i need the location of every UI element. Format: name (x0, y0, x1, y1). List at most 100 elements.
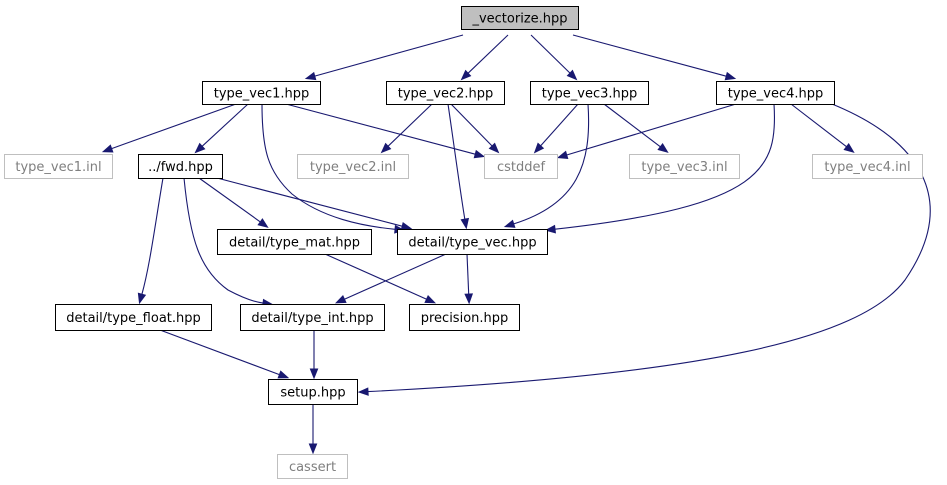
node-label: _vectorize.hpp (471, 12, 567, 27)
edge-fwd_hpp-to-type_vec_hpp (216, 177, 413, 231)
node-box (138, 154, 223, 179)
arrowhead (556, 150, 569, 159)
edge-line (447, 103, 466, 220)
edge-line (314, 34, 464, 77)
arrowhead (357, 387, 369, 396)
node-box (240, 304, 385, 331)
node-box (4, 154, 113, 179)
node-type-vec1-inl: type_vec1.inl (4, 154, 113, 179)
edge-line (603, 103, 661, 148)
arrowhead (308, 443, 318, 455)
edge-line (159, 329, 280, 376)
node-box (530, 81, 649, 105)
node-box (268, 379, 358, 405)
edge-line (324, 253, 427, 300)
edge-vectorize-to-type_vec2_hpp (460, 34, 509, 81)
edge-type_vec2_hpp-to-type_vec2_inl (380, 103, 433, 154)
node-label: type_vec2.inl (310, 160, 396, 175)
arrowhead (503, 219, 516, 228)
edge-line (261, 103, 396, 230)
node-box (812, 154, 923, 179)
node-box (716, 81, 835, 105)
node-type-vec4-hpp[interactable]: type_vec4.hpp (716, 81, 835, 105)
node-vectorize[interactable]: _vectorize.hpp (461, 6, 579, 30)
arrowhead (460, 69, 472, 81)
node-label: cassert (289, 460, 336, 475)
node-type-float-hpp[interactable]: detail/type_float.hpp (55, 304, 212, 331)
arrowhead (309, 368, 319, 380)
arrowhead (194, 142, 206, 154)
node-label: type_vec3.hpp (542, 87, 638, 102)
edge-type_vec4_hpp-to-type_vec_hpp (544, 103, 776, 234)
edge-type_vec3_hpp-to-type_vec3_inl (603, 103, 669, 154)
arrowhead (304, 71, 317, 81)
node-type-vec3-hpp[interactable]: type_vec3.hpp (530, 81, 649, 105)
edge-line (790, 103, 847, 148)
arrowhead (334, 295, 347, 304)
edge-type_vec1_hpp-to-fwd_hpp (194, 103, 249, 154)
edge-type_vec4_hpp-to-type_vec4_inl (790, 103, 855, 154)
edge-fwd_hpp-to-type_mat_hpp (198, 177, 269, 228)
node-fwd-hpp[interactable]: ../fwd.hpp (138, 154, 223, 179)
node-box (461, 6, 579, 30)
node-type-vec4-inl: type_vec4.inl (812, 154, 923, 179)
arrowhead (257, 218, 269, 228)
edge-vectorize-to-type_vec4_hpp (572, 34, 737, 81)
arrowhead (724, 71, 737, 81)
node-box (484, 154, 558, 179)
edge-type_vec1_hpp-to-cstddef (285, 103, 486, 159)
edge-line (566, 103, 737, 156)
edge-type_vec4_hpp-to-cstddef (556, 103, 737, 159)
arrowhead (277, 370, 290, 379)
arrowhead (101, 144, 114, 153)
edge-line (530, 34, 571, 74)
node-label: detail/type_mat.hpp (229, 236, 360, 251)
node-label: type_vec2.hpp (398, 87, 494, 102)
node-label: type_vec4.inl (824, 160, 910, 175)
arrowhead (657, 143, 669, 154)
edge-line (450, 103, 493, 147)
node-precision-hpp[interactable]: precision.hpp (409, 304, 520, 331)
edge-type_vec_hpp-to-type_int_hpp (334, 253, 447, 304)
edge-line (466, 253, 470, 295)
edge-line (183, 177, 264, 304)
node-box (297, 154, 409, 179)
arrowhead (400, 221, 413, 231)
node-box (409, 304, 520, 331)
edge-type_vec1_hpp-to-type_vec1_inl (101, 103, 237, 153)
edge-line (572, 34, 727, 77)
node-label: detail/type_vec.hpp (408, 236, 536, 251)
arrowhead (380, 142, 392, 154)
node-cassert: cassert (277, 454, 348, 479)
node-layer: _vectorize.hpp type_vec1.hpp type_vec2.h… (4, 6, 923, 479)
node-label: setup.hpp (280, 386, 345, 401)
edge-line (141, 177, 164, 295)
node-box (55, 304, 212, 331)
arrowhead (544, 224, 556, 234)
edge-line (111, 103, 237, 150)
edge-type_vec3_hpp-to-cstddef (533, 103, 579, 154)
arrowhead (424, 295, 437, 304)
node-type-int-hpp[interactable]: detail/type_int.hpp (240, 304, 385, 331)
node-box (277, 454, 348, 479)
edge-type_float_hpp-to-setup_hpp (159, 329, 290, 379)
node-setup-hpp[interactable]: setup.hpp (268, 379, 358, 405)
edge-line (513, 103, 590, 225)
arrowhead (473, 149, 486, 159)
node-type-vec1-hpp[interactable]: type_vec1.hpp (202, 81, 321, 105)
node-label: type_vec1.hpp (214, 87, 310, 102)
node-type-vec2-inl: type_vec2.inl (297, 154, 409, 179)
node-type-mat-hpp[interactable]: detail/type_mat.hpp (217, 229, 372, 255)
node-label: cstddef (497, 160, 546, 175)
edge-type_vec2_hpp-to-type_vec_hpp (447, 103, 470, 230)
node-type-vec2-hpp[interactable]: type_vec2.hpp (386, 81, 505, 105)
edge-type_vec2_hpp-to-cstddef (450, 103, 500, 154)
arrowhead (566, 69, 578, 81)
edge-fwd_hpp-to-type_float_hpp (137, 177, 164, 305)
edge-line (198, 177, 261, 223)
node-label: precision.hpp (421, 311, 509, 326)
node-type-vec-hpp[interactable]: detail/type_vec.hpp (397, 229, 548, 255)
arrowhead (488, 142, 500, 154)
edge-line (554, 103, 776, 230)
node-box (386, 81, 505, 105)
